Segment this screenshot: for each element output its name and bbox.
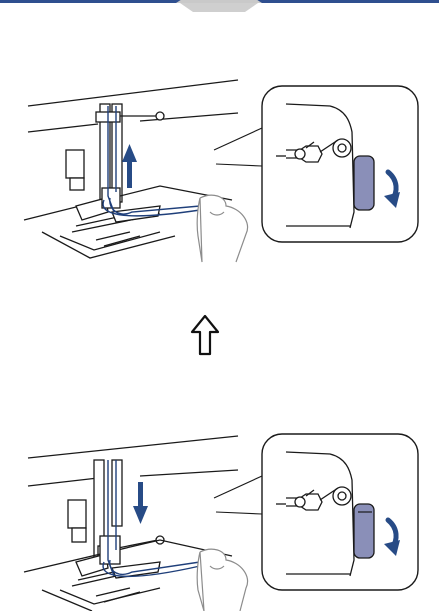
- step-1-hand: [197, 195, 247, 262]
- step-2-hand: [197, 549, 247, 611]
- up-outline-arrow-icon: [192, 316, 218, 354]
- step-1-handwheel: [354, 156, 374, 210]
- header-bar: [0, 0, 439, 12]
- step-2-needle-down-arrow: [133, 482, 148, 524]
- step-2-callout-lines: [214, 476, 262, 514]
- step-2-illustration: [24, 436, 238, 611]
- step-1-zoom-panel: [262, 86, 418, 242]
- step-1-needle-up-arrow: [122, 144, 137, 188]
- step-2-zoom-panel: [262, 434, 418, 590]
- step-1-callout-lines: [214, 128, 262, 166]
